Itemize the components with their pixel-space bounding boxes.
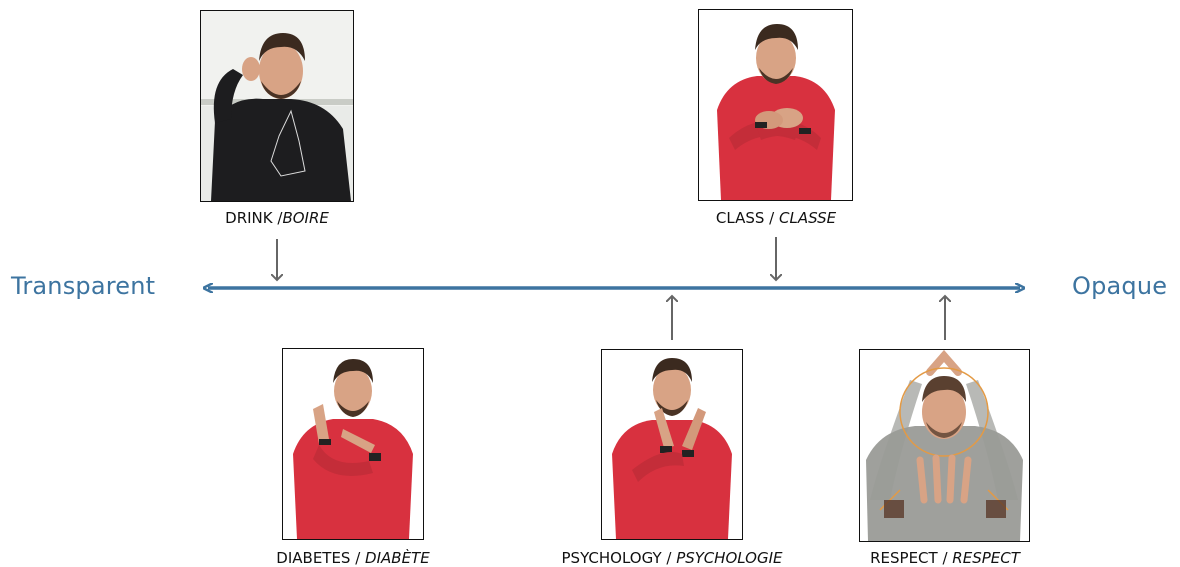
drink-sign-photo [200,10,354,202]
opaque-label: Opaque [1072,272,1168,300]
respect-sign-photo [859,349,1030,542]
drink-caption: DRINK /BOIRE [225,209,329,227]
respect-caption: RESPECT / RESPECT [870,549,1020,567]
psychology-caption: PSYCHOLOGY / PSYCHOLOGIE [561,549,783,567]
class-caption: CLASS / CLASSE [715,209,837,227]
class-sign-photo [698,9,853,201]
psychology-sign-photo [601,349,743,540]
diabetes-sign-photo [282,348,424,540]
diabetes-caption: DIABETES / DIABÈTE [276,549,430,567]
transparent-label: Transparent [11,272,156,300]
